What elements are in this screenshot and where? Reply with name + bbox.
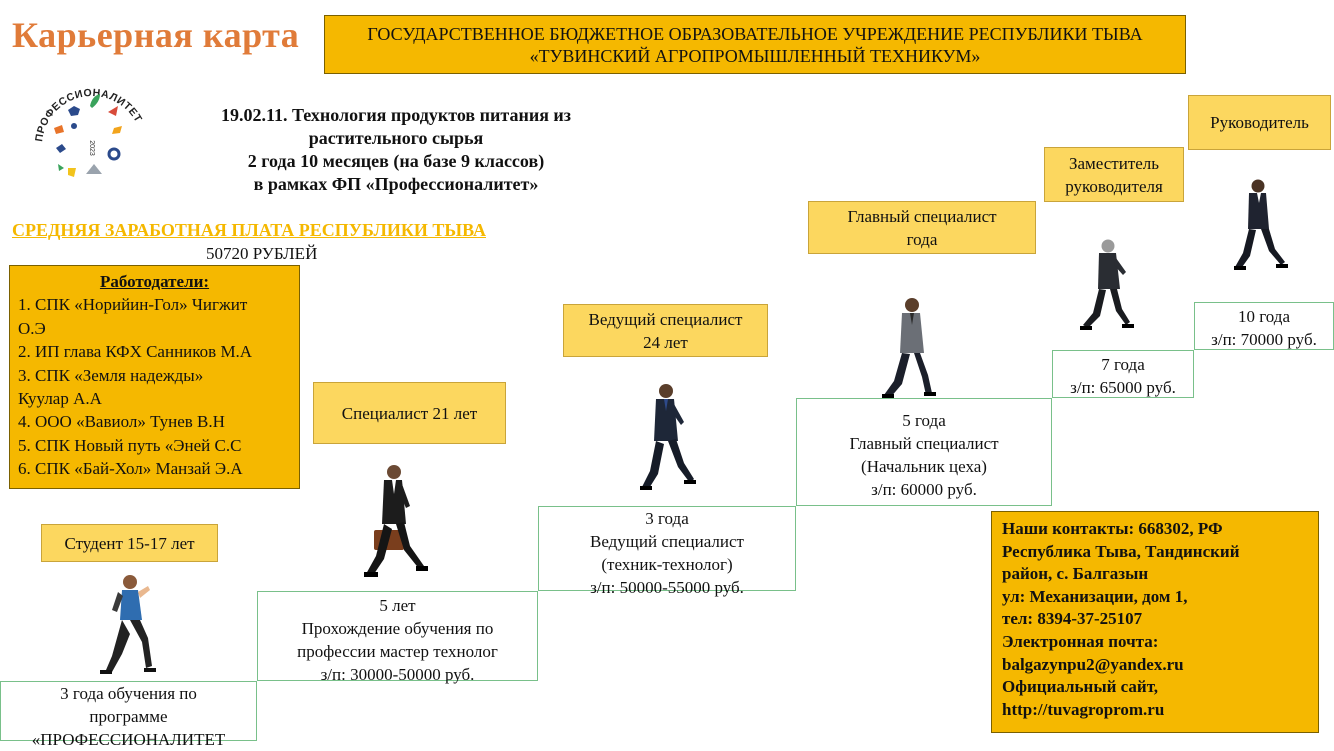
step-text: Ведущий специалист <box>590 532 744 551</box>
role-label-chief-specialist: Главный специалист года <box>808 201 1036 254</box>
contact-line: Республика Тыва, Тандинский <box>1002 541 1240 561</box>
career-step-6: 10 года з/п: 70000 руб. <box>1194 302 1334 350</box>
step-text: профессии мастер технолог <box>297 642 498 661</box>
step-text: з/п: 70000 руб. <box>1211 330 1317 349</box>
step-text: з/п: 50000-55000 руб. <box>590 578 744 597</box>
employers-heading: Работодатели: <box>99 272 210 291</box>
employer-line: 5. СПК Новый путь «Эней С.С <box>18 435 242 455</box>
program-line-2: растительного сырья <box>308 128 484 148</box>
role-label-specialist: Специалист 21 лет <box>313 382 506 444</box>
step-text: 3 года <box>645 509 689 528</box>
employers-box: Работодатели: 1. СПК «Норийин-Гол» Чигжи… <box>9 265 300 489</box>
employer-line: 1. СПК «Норийин-Гол» Чигжит <box>18 295 248 315</box>
manager-walking-icon <box>882 298 936 398</box>
student-walking-icon <box>100 575 156 674</box>
contact-line: ул: Механизации, дом 1, <box>1002 586 1188 606</box>
organization-banner: ГОСУДАРСТВЕННОЕ БЮДЖЕТНОЕ ОБРАЗОВАТЕЛЬНО… <box>324 15 1186 74</box>
program-line-1: 19.02.11. Технология продуктов питания и… <box>220 105 572 125</box>
page-title: Карьерная карта <box>12 15 300 55</box>
step-text: (Начальник цеха) <box>861 457 987 476</box>
employer-line: 4. ООО «Вавиол» Тунев В.Н <box>18 412 225 432</box>
step-text: з/п: 30000-50000 руб. <box>320 665 475 684</box>
contacts-box: Наши контакты: 668302, РФ Республика Тыв… <box>991 511 1319 733</box>
logo-year: 2023 <box>88 140 95 156</box>
deputy-walking-icon <box>1080 239 1134 330</box>
career-step-5: 7 года з/п: 65000 руб. <box>1052 350 1194 398</box>
contact-line: район, с. Балгазын <box>1002 564 1149 584</box>
employer-line: Куулар А.А <box>18 389 102 409</box>
program-description: 19.02.11. Технология продуктов питания и… <box>200 104 592 196</box>
step-text: 10 года <box>1237 307 1290 326</box>
role-label-deputy-line-1: Заместитель <box>1068 153 1160 173</box>
step-text: 7 года <box>1101 355 1145 374</box>
contact-line: Электронная почта: <box>1002 631 1159 651</box>
role-label-lead-specialist: Ведущий специалист 24 лет <box>563 304 768 357</box>
average-salary-value: 50720 РУБЛЕЙ <box>206 244 318 263</box>
step-text: Прохождение обучения по <box>301 619 494 638</box>
svg-text:ПРОФЕССИОНАЛИТЕТ: ПРОФЕССИОНАЛИТЕТ <box>33 87 144 143</box>
logo-text: ПРОФЕССИОНАЛИТЕТ <box>33 87 144 143</box>
role-label-lead-line-1: Ведущий специалист <box>588 309 743 329</box>
step-text: з/п: 60000 руб. <box>871 480 977 499</box>
contact-line: Официальный сайт, <box>1002 677 1159 697</box>
organization-line-2: «ТУВИНСКИЙ АГРОПРОМЫШЛЕННЫЙ ТЕХНИКУМ» <box>529 45 981 66</box>
career-step-2: 5 лет Прохождение обучения по профессии … <box>257 591 538 684</box>
director-walking-icon <box>1234 179 1288 270</box>
step-text: з/п: 65000 руб. <box>1070 378 1176 397</box>
contact-email[interactable]: balgazynpu2@yandex.ru <box>1002 654 1184 674</box>
career-step-3: 3 года Ведущий специалист (техник-технол… <box>538 506 796 597</box>
program-line-3: 2 года 10 месяцев (на базе 9 классов) <box>247 151 545 171</box>
role-label-head: Руководитель <box>1188 95 1331 150</box>
career-step-4: 5 года Главный специалист (Начальник цех… <box>796 398 1052 506</box>
role-label-student: Студент 15-17 лет <box>41 524 218 562</box>
employer-line: 2. ИП глава КФХ Санников М.А <box>18 342 253 362</box>
organization-line-1: ГОСУДАРСТВЕННОЕ БЮДЖЕТНОЕ ОБРАЗОВАТЕЛЬНО… <box>367 23 1143 44</box>
role-label-chief-line-2: года <box>906 229 938 249</box>
role-label-chief-line-1: Главный специалист <box>847 206 997 226</box>
role-label-deputy-line-2: руководителя <box>1065 176 1163 196</box>
businessman-walking-icon <box>640 384 696 490</box>
contact-phone: тел: 8394-37-25107 <box>1002 609 1143 629</box>
career-step-1: 3 года обучения по программе «ПРОФЕССИОН… <box>0 681 257 749</box>
program-line-4: в рамках ФП «Профессионалитет» <box>253 174 539 194</box>
contact-line: Наши контакты: 668302, РФ <box>1002 519 1223 538</box>
step-text: «ПРОФЕССИОНАЛИТЕТ <box>31 730 226 749</box>
step-text: Главный специалист <box>849 434 999 453</box>
average-salary-heading: СРЕДНЯЯ ЗАРАБОТНАЯ ПЛАТА РЕСПУБЛИКИ ТЫВА <box>12 220 486 240</box>
professionalitet-logo: ПРОФЕССИОНАЛИТЕТ 2023 <box>28 78 156 196</box>
step-text: программе <box>89 707 168 726</box>
businessman-briefcase-icon <box>364 465 428 577</box>
role-label-deputy: Заместитель руководителя <box>1044 147 1184 202</box>
step-text: 3 года обучения по <box>60 684 197 703</box>
employer-line: 6. СПК «Бай-Хол» Манзай Э.А <box>18 459 243 479</box>
contact-website-link[interactable]: http://tuvagroprom.ru <box>1002 699 1165 719</box>
step-text: 5 года <box>902 411 946 430</box>
step-text: 5 лет <box>379 596 416 615</box>
employer-line: 3. СПК «Земля надежды» <box>18 365 204 385</box>
employer-line: О.Э <box>18 318 46 338</box>
role-label-lead-line-2: 24 лет <box>643 332 688 352</box>
step-text: (техник-технолог) <box>601 555 733 574</box>
